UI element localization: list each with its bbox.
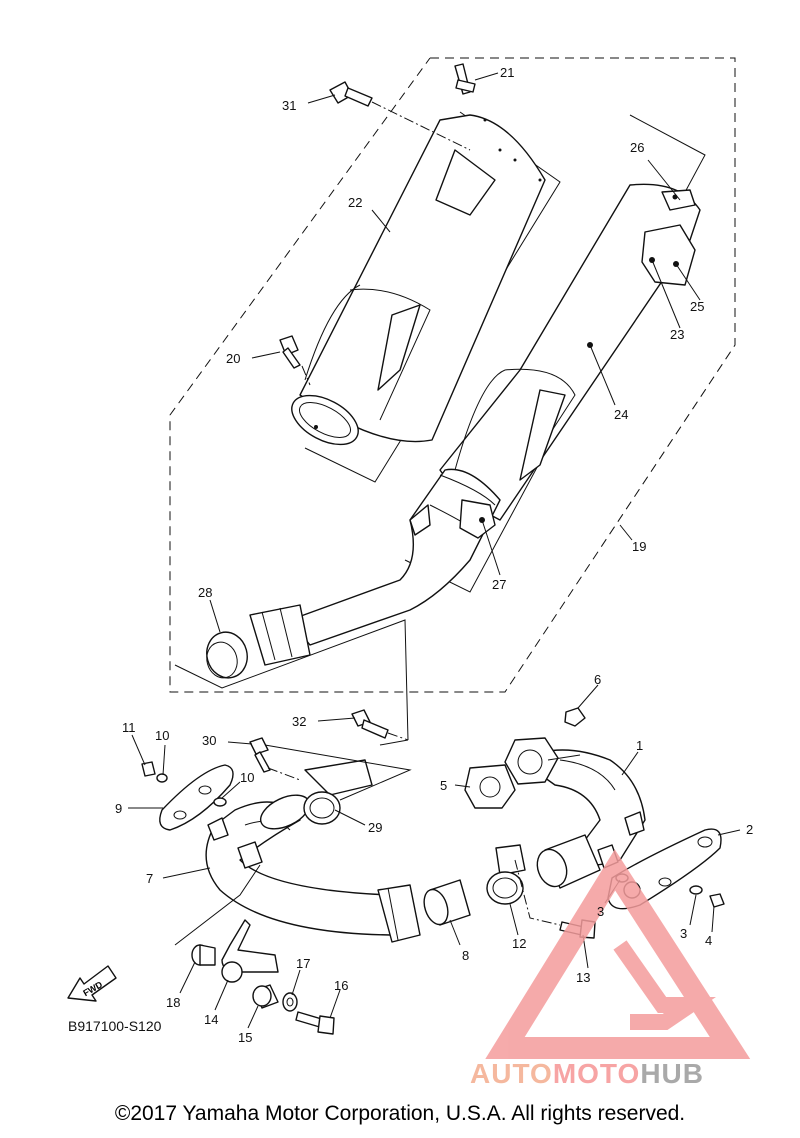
clamp-12 <box>486 844 526 905</box>
watermark-text: AUTOMOTOHUB <box>470 1058 704 1090</box>
watermark-auto: AUTO <box>470 1058 553 1089</box>
bolt-4 <box>709 893 725 908</box>
callout-9: 9 <box>115 801 122 816</box>
callout-11: 11 <box>122 720 136 735</box>
copyright-notice: ©2017 Yamaha Motor Corporation, U.S.A. A… <box>114 1102 686 1125</box>
collar-18 <box>191 944 216 966</box>
callout-17: 17 <box>296 956 310 971</box>
callout-1: 1 <box>636 738 643 753</box>
exhaust-pipe-7 <box>205 794 421 943</box>
gasket-5 <box>464 764 516 809</box>
callouts: 1 2 3 3 4 5 6 7 8 9 10 10 11 12 13 14 15… <box>115 65 753 1045</box>
callout-30: 30 <box>202 733 216 748</box>
callout-28: 28 <box>198 585 212 600</box>
bolt-21 <box>454 63 476 95</box>
watermark-logo <box>485 849 751 1059</box>
callout-16: 16 <box>334 978 348 993</box>
callout-5: 5 <box>440 778 447 793</box>
callout-2: 2 <box>746 822 753 837</box>
bolt-31 <box>329 81 373 107</box>
callout-31: 31 <box>282 98 296 113</box>
link-pipe-assembly <box>206 468 501 679</box>
damper-15 <box>252 984 279 1009</box>
callout-10a: 10 <box>155 728 169 743</box>
link-pipe-frame <box>174 619 409 741</box>
callout-12: 12 <box>512 936 526 951</box>
callout-8: 8 <box>462 948 469 963</box>
dash-dot-lines <box>174 101 561 946</box>
callout-22: 22 <box>348 195 362 210</box>
callout-27: 27 <box>492 577 506 592</box>
bracket-14 <box>221 919 279 983</box>
callout-21: 21 <box>500 65 514 80</box>
nut-6 <box>564 707 586 727</box>
callout-15: 15 <box>238 1030 252 1045</box>
bolt-16 <box>295 1011 335 1035</box>
gasket-8 <box>423 879 471 926</box>
bolt-32 <box>351 709 389 739</box>
silencer-22 <box>291 114 546 446</box>
callout-3b: 3 <box>680 926 687 941</box>
watermark-moto: MOTO <box>552 1058 641 1089</box>
watermark-hub: HUB <box>640 1058 704 1089</box>
callout-32: 32 <box>292 714 306 729</box>
callout-4: 4 <box>705 933 712 948</box>
callout-14: 14 <box>204 1012 218 1027</box>
bolt-20 <box>279 335 301 369</box>
diagram-code: B917100-S120 <box>68 1018 162 1034</box>
callout-10b: 10 <box>240 770 254 785</box>
washer-10 <box>156 773 227 807</box>
callout-23: 23 <box>670 327 684 342</box>
fwd-arrow-icon: FWD <box>67 965 117 1002</box>
leader-lines <box>128 72 741 1029</box>
bolt-30 <box>249 737 271 773</box>
callout-7: 7 <box>146 871 153 886</box>
callout-20: 20 <box>226 351 240 366</box>
callout-19: 19 <box>632 539 646 554</box>
callout-6: 6 <box>594 672 601 687</box>
assembly-boundary <box>169 57 736 693</box>
callout-29: 29 <box>368 820 382 835</box>
callout-3a: 3 <box>597 904 604 919</box>
muffler-24 <box>439 183 701 521</box>
protector-9 <box>159 764 234 831</box>
callout-25: 25 <box>690 299 704 314</box>
bolt-11 <box>141 761 156 777</box>
callout-18: 18 <box>166 995 180 1010</box>
callout-26: 26 <box>630 140 644 155</box>
washer-17 <box>282 992 298 1012</box>
callout-24: 24 <box>614 407 628 422</box>
clamp-29 <box>303 759 373 825</box>
callout-13: 13 <box>576 970 590 985</box>
